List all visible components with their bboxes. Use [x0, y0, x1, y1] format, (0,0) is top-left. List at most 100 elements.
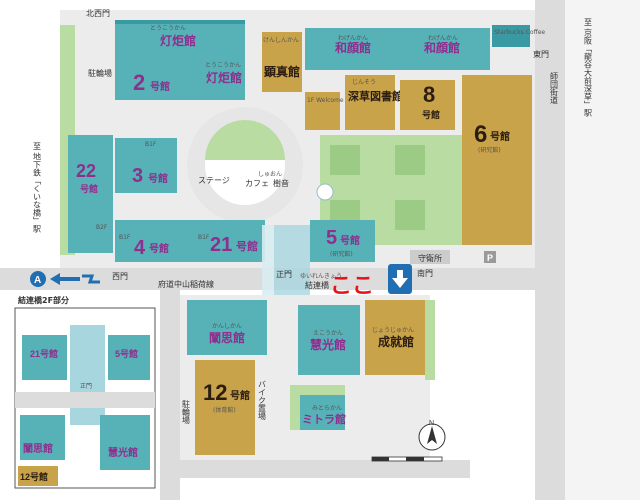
- kanshikan-label: 闡思館: [209, 330, 245, 345]
- jinsou-label: 深草図書館: [348, 89, 403, 103]
- building-12-number: 12: [203, 380, 227, 405]
- building-5-number: 5: [326, 227, 337, 249]
- building-2-number: 2: [133, 70, 145, 95]
- building-keikokan[interactable]: えこうかん 慧光館: [298, 305, 360, 375]
- bike-parking-label: バイク置場: [258, 380, 267, 421]
- building-4-suffix: 号館: [149, 242, 169, 255]
- building-3-b1f: B1F: [145, 141, 157, 148]
- toukan-mid-label: 灯炬館: [206, 70, 242, 85]
- keikokan-ruby: えこうかん: [313, 330, 343, 337]
- kenshinkan-label: 顕真館: [264, 64, 300, 79]
- street-label: 府道中山稲荷線: [158, 279, 214, 289]
- building-3-suffix: 号館: [148, 172, 168, 185]
- building-4-number: 4: [134, 237, 146, 259]
- building-3-number: 3: [132, 165, 143, 187]
- inset-b21-label: 21号館: [30, 348, 58, 359]
- building-6-number: 6: [474, 121, 487, 148]
- parking-p-label: P: [487, 253, 493, 263]
- building-kenshinkan[interactable]: けんしんかん 顕真館: [262, 32, 302, 92]
- starbucks-coffee[interactable]: Starbucks Coffee: [492, 25, 545, 47]
- left-station-label: 至 地下鉄「くいな橋」駅: [33, 142, 42, 234]
- wakokan-right-label: 和顔館: [423, 40, 460, 55]
- building-22-suffix: 号館: [80, 183, 98, 194]
- building-wakokan[interactable]: わげんかん 和顔館 わげんかん 和顔館: [305, 28, 490, 70]
- station-a-label: A: [34, 275, 41, 286]
- jojukan-ruby: じょうじゅかん: [372, 327, 414, 334]
- inset-main-gate-label: 正門: [80, 383, 92, 390]
- building-5-suffix: 号館: [340, 234, 360, 247]
- here-arrow-icon: [388, 264, 412, 294]
- building-5[interactable]: 5 号館 (研究館): [310, 220, 375, 262]
- toukan-mid-ruby: とうこうかん: [205, 62, 241, 69]
- inset-kanshikan-label: 闡思館: [23, 442, 53, 455]
- welcome-lounge-label: 1F Welcome Lounge: [307, 97, 368, 104]
- welcome-lounge[interactable]: 1F Welcome Lounge: [305, 92, 368, 130]
- building-2-toukan[interactable]: とうこうかん 灯炬館 2 号館 とうこうかん 灯炬館: [115, 20, 245, 100]
- main-gate-label: 正門: [276, 270, 292, 279]
- cafe-suffix: 樹音: [273, 178, 289, 188]
- right-road: [535, 0, 565, 500]
- guard-office: 守衛所: [410, 250, 450, 264]
- fountain: [316, 183, 334, 201]
- stage-label: ステージ: [198, 176, 230, 185]
- building-22[interactable]: 22 号館: [68, 135, 113, 253]
- building-jojukan[interactable]: じょうじゅかん 成就館: [365, 300, 425, 375]
- wakokan-left-ruby: わげんかん: [338, 34, 368, 42]
- building-4-21[interactable]: B1F B2F 4 号館 B1F 21 号館: [96, 220, 265, 262]
- building-4-b1f: B1F: [119, 234, 131, 241]
- left-arrow-icon: [50, 273, 80, 285]
- wakokan-left-label: 和顔館: [334, 40, 371, 55]
- building-22-number: 22: [76, 161, 96, 181]
- building-21-number: 21: [210, 234, 232, 256]
- building-6[interactable]: 6 号館 (研究館): [462, 75, 532, 245]
- building-5-sub: (研究館): [330, 250, 353, 258]
- kanshikan-ruby: かんしかん: [212, 323, 242, 330]
- building-6-suffix: 号館: [490, 130, 510, 143]
- guard-office-label: 守衛所: [418, 253, 442, 263]
- keikokan-label: 慧光館: [310, 337, 346, 352]
- jojukan-label: 成就館: [378, 334, 414, 349]
- building-12-sub: (体育館): [213, 406, 236, 414]
- west-gate-label: 西門: [112, 272, 128, 281]
- building-kanshikan[interactable]: かんしかん 闡思館: [187, 300, 267, 355]
- mitora-label: ミトラ館: [302, 412, 346, 426]
- building-8-suffix: 号館: [422, 109, 440, 120]
- building-jinsou-library[interactable]: じんそう 深草図書館: [345, 75, 403, 130]
- building-8[interactable]: 8 号館: [400, 80, 455, 130]
- cafe-label: カフェ: [245, 179, 269, 188]
- bridge-2f-inset: 結連橋2F部分 21号館 5号館 正門 闡思館 慧光館 12号館: [14, 295, 156, 489]
- building-21-b1f: B1F: [198, 234, 210, 241]
- right-station-label: 至 京阪「龍谷大前深草」駅: [584, 18, 593, 118]
- bicycle-parking-bottom-label: 駐輪場: [182, 399, 191, 425]
- starbucks-label: Starbucks Coffee: [494, 29, 545, 36]
- east-gate-label: 東門: [533, 49, 549, 59]
- building-6-sub: (研究館): [478, 146, 501, 154]
- building-8-number: 8: [423, 82, 435, 107]
- inset-keikokan-label: 慧光館: [108, 446, 138, 459]
- mitora-ruby: みとらかん: [312, 405, 342, 412]
- building-2-suffix: 号館: [150, 80, 170, 93]
- south-gate-label: 南門: [417, 268, 433, 278]
- toukan-top-ruby: とうこうかん: [150, 25, 186, 32]
- scale-bar: [371, 456, 443, 462]
- parking-sign[interactable]: P: [484, 251, 496, 263]
- toukan-top-label: 灯炬館: [160, 33, 196, 48]
- inset-b5-label: 5号館: [115, 348, 138, 359]
- building-mitora[interactable]: みとらかん ミトラ館: [300, 395, 346, 430]
- bridge-ruby: ゆいれんきょう: [300, 273, 342, 280]
- building-3[interactable]: B1F 3 号館: [115, 138, 177, 193]
- building-22-b2f: B2F: [96, 224, 108, 231]
- building-21-suffix: 号館: [236, 239, 258, 253]
- wakokan-right-ruby: わげんかん: [428, 34, 458, 42]
- cafe-ruby: しゅおん: [258, 171, 282, 178]
- station-a-marker[interactable]: A: [30, 271, 100, 287]
- bicycle-parking-left-label: 駐輪場: [88, 68, 112, 78]
- inset-b12-label: 12号館: [20, 471, 48, 482]
- bridge-label: 結連橋: [305, 280, 329, 290]
- building-12[interactable]: 12 号館 (体育館): [195, 360, 255, 455]
- kenshinkan-ruby: けんしんかん: [263, 37, 299, 44]
- jinsou-ruby: じんそう: [352, 79, 376, 86]
- here-marker-text: ここ: [330, 274, 374, 299]
- compass-n-label: N: [429, 420, 434, 427]
